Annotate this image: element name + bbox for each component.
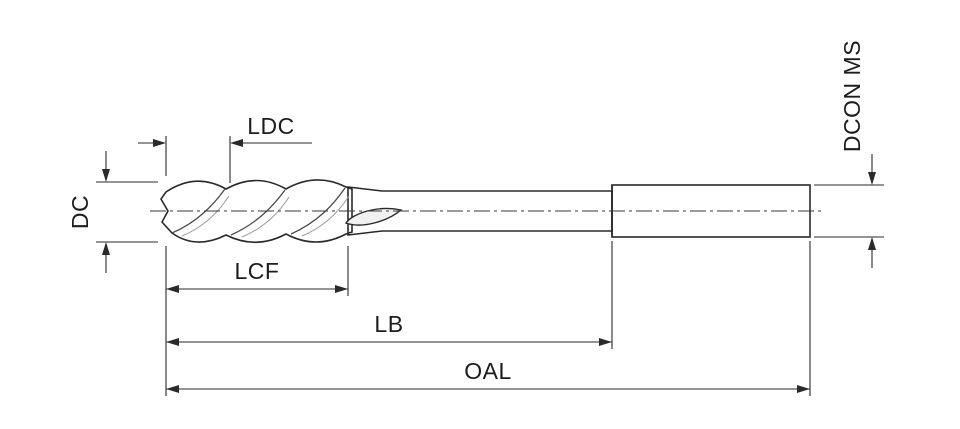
flute-groove-highlight (181, 195, 230, 237)
lb-label: LB (374, 311, 403, 337)
arrowhead-down (102, 169, 110, 182)
arrowhead-up (102, 242, 110, 255)
arrowhead-right (153, 139, 166, 147)
flute-groove-line (171, 188, 226, 234)
arrowhead-right (335, 285, 348, 293)
dim-dc: DC (67, 151, 158, 273)
flute-groove-line (230, 189, 286, 236)
flute-groove-highlight (301, 195, 350, 237)
dim-lb: LB (166, 241, 613, 349)
flute-runout (344, 207, 403, 226)
dim-lcf: LCF (165, 246, 349, 396)
dcon-ms-label: DCON MS (839, 40, 865, 152)
arrowhead-left (230, 139, 243, 147)
arrowhead-left (166, 385, 179, 393)
flute-groove-line (290, 187, 346, 235)
arrowhead-left (166, 285, 179, 293)
dc-label: DC (67, 195, 93, 229)
lcf-label: LCF (235, 258, 280, 284)
arrowhead-down (868, 172, 876, 185)
arrowhead-right (599, 338, 612, 346)
arrowhead-up (868, 237, 876, 250)
flute-groove-highlight (241, 196, 290, 238)
tool-drawing (150, 179, 824, 244)
oal-label: OAL (464, 358, 512, 384)
dim-oal: OAL (166, 241, 811, 396)
dim-dcon-ms: DCON MS (814, 40, 884, 268)
arrowhead-left (166, 338, 179, 346)
ldc-label: LDC (247, 113, 295, 139)
arrowhead-right (797, 385, 810, 393)
flute-section (160, 179, 353, 244)
dim-ldc: LDC (138, 113, 312, 183)
